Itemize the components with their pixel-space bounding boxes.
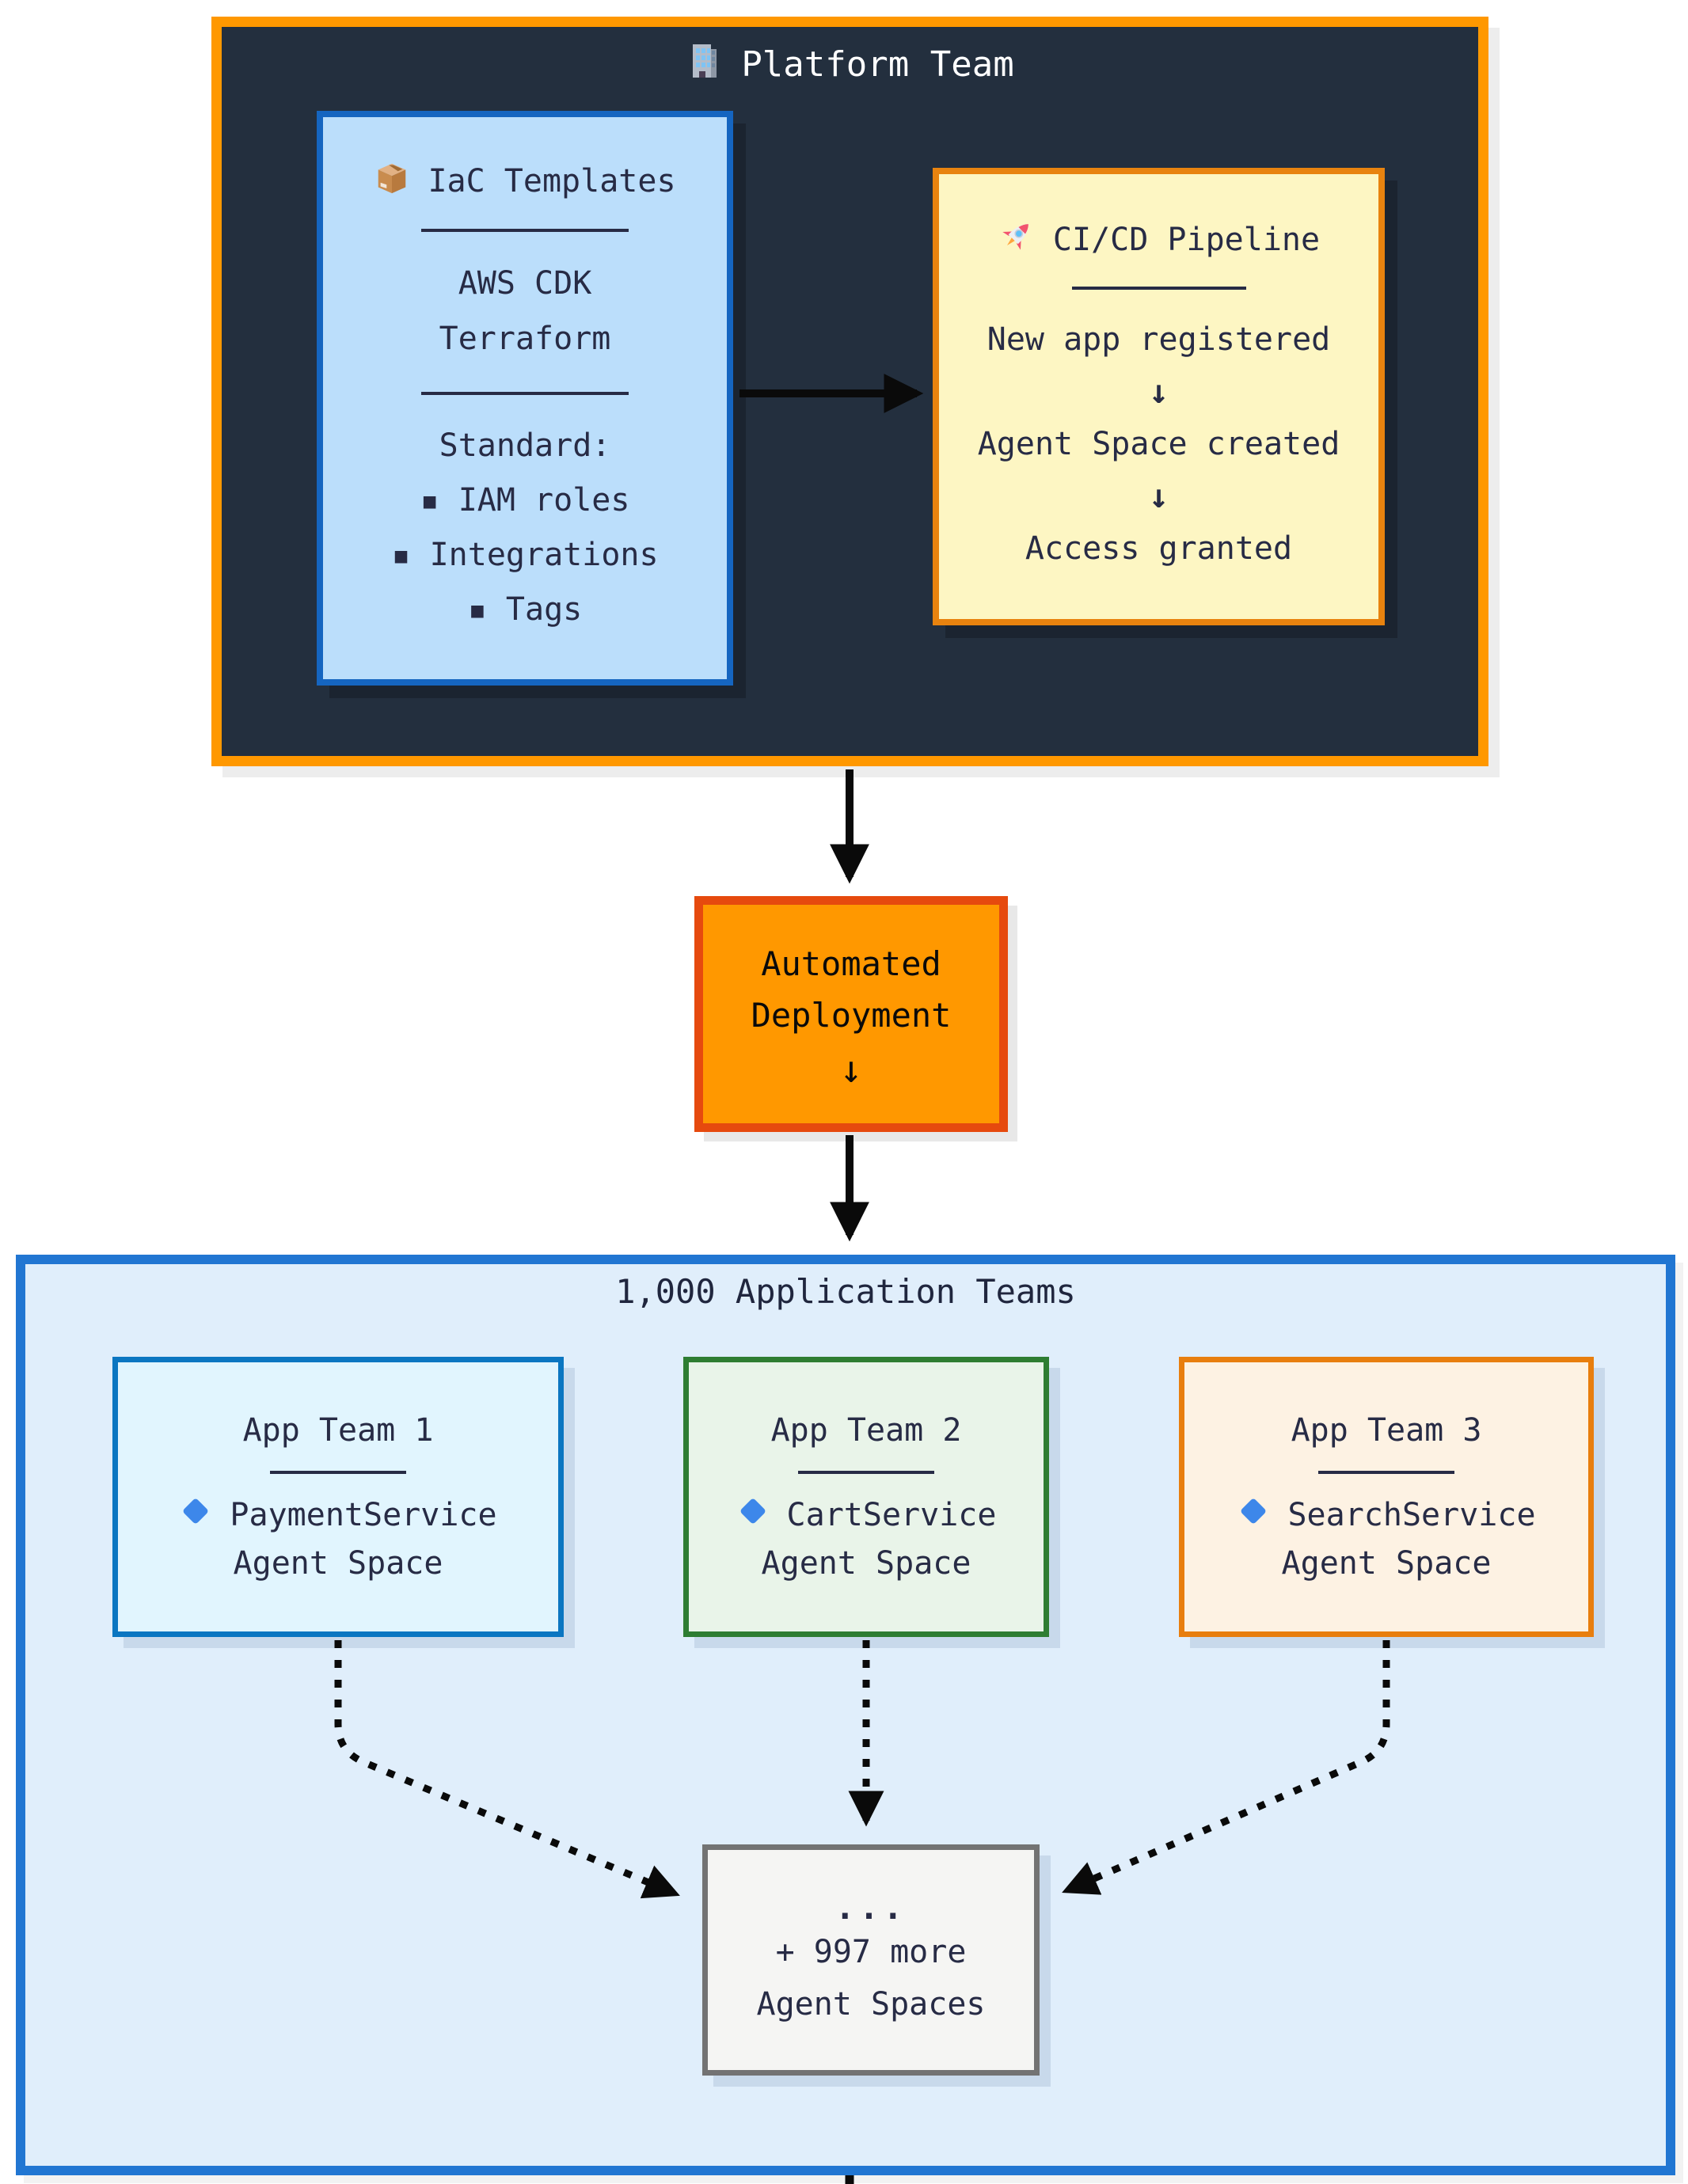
app-team-2-service-row: CartService (736, 1495, 997, 1536)
automated-deployment-box: Automated Deployment ↓ (694, 896, 1008, 1132)
iac-templates-box: IaC Templates AWS CDK Terraform Standard… (317, 111, 733, 686)
app-team-2-service: CartService (786, 1497, 997, 1533)
blue-diamond-icon (179, 1495, 212, 1536)
ellipsis-text: ... (834, 1887, 907, 1927)
iac-item-tags: ▪ Tags (467, 591, 583, 628)
divider (270, 1471, 406, 1474)
app-team-1-box: App Team 1 PaymentService Agent Space (112, 1357, 564, 1637)
divider (1071, 286, 1246, 290)
cicd-pipeline-box: CI/CD Pipeline New app registered ↓ Agen… (933, 168, 1385, 625)
platform-team-box: Platform Team IaC Templates AWS CDK Te (211, 17, 1488, 766)
rocket-icon (998, 217, 1036, 263)
iac-title: IaC Templates (428, 163, 676, 200)
divider (798, 1471, 934, 1474)
building-icon (686, 41, 724, 89)
app-team-1-name: App Team 1 (242, 1412, 434, 1449)
app-team-1-service: PaymentService (230, 1497, 497, 1533)
divider (421, 392, 629, 396)
app-team-2-box: App Team 2 CartService Agent Space (683, 1357, 1049, 1637)
application-teams-title: 1,000 Application Teams (615, 1272, 1076, 1311)
down-arrow-glyph: ↓ (839, 1046, 863, 1092)
iac-tool-1: AWS CDK (458, 265, 592, 302)
app-team-3-box: App Team 3 SearchService Agent Space (1179, 1357, 1594, 1637)
cicd-title: CI/CD Pipeline (1052, 221, 1321, 258)
app-team-3-space: Agent Space (1281, 1545, 1492, 1582)
down-arrow-glyph: ↓ (1148, 477, 1169, 515)
platform-team-title-row: Platform Team (686, 41, 1014, 89)
application-teams-box: 1,000 Application Teams App Team 1 Payme… (16, 1255, 1675, 2175)
iac-item-integrations: ▪ Integrations (391, 537, 659, 573)
app-team-2-space: Agent Space (761, 1545, 971, 1582)
app-team-2-name: App Team 2 (770, 1412, 962, 1449)
down-arrow-glyph: ↓ (1148, 371, 1169, 411)
app-team-1-service-row: PaymentService (179, 1495, 497, 1536)
app-team-3-name: App Team 3 (1291, 1412, 1482, 1449)
blue-diamond-icon (1237, 1495, 1270, 1536)
iac-tool-2: Terraform (439, 321, 611, 358)
cicd-step-1: New app registered (987, 321, 1331, 358)
cicd-title-row: CI/CD Pipeline (998, 217, 1320, 263)
cicd-step-3: Access granted (1025, 530, 1293, 568)
cicd-step-2: Agent Space created (977, 426, 1340, 462)
app-team-3-service-row: SearchService (1237, 1495, 1536, 1536)
iac-title-row: IaC Templates (374, 159, 676, 203)
iac-item-iam-roles: ▪ IAM roles (420, 482, 630, 519)
deploy-line-2: Deployment (751, 995, 952, 1035)
platform-team-title: Platform Team (741, 44, 1014, 85)
divider (1318, 1471, 1454, 1474)
more-label: Agent Spaces (756, 1986, 986, 2023)
divider (421, 229, 629, 233)
more-agent-spaces-box: ... + 997 more Agent Spaces (702, 1844, 1040, 2076)
app-team-1-space: Agent Space (233, 1545, 443, 1582)
blue-diamond-icon (736, 1495, 770, 1536)
more-count: + 997 more (775, 1934, 967, 1971)
iac-standard-label: Standard: (439, 427, 611, 465)
deploy-line-1: Automated (761, 944, 941, 983)
package-icon (374, 159, 410, 203)
app-team-3-service: SearchService (1287, 1497, 1536, 1533)
